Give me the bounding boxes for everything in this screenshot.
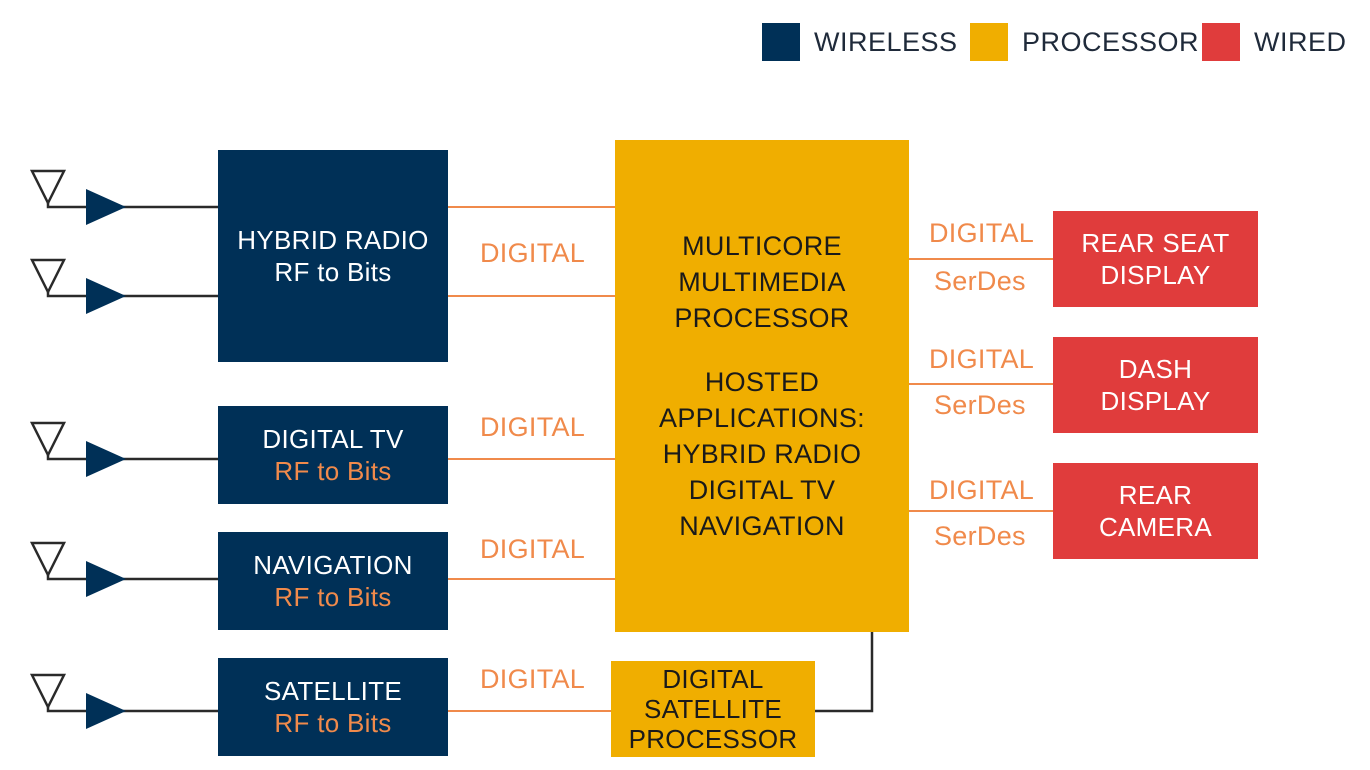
antenna-feed-line xyxy=(46,707,218,713)
antenna-icon xyxy=(29,258,67,295)
satellite-subtitle: RF to Bits xyxy=(274,708,392,738)
hybrid-radio-subtitle: RF to Bits xyxy=(274,257,392,287)
navigation-block: NAVIGATION RF to Bits xyxy=(218,532,448,630)
hosted-line-4: DIGITAL TV xyxy=(688,475,836,505)
legend-swatch-processor xyxy=(970,23,1008,61)
output-label-digital-rear-seat: DIGITAL xyxy=(929,218,1035,248)
rear-seat-display-line-2: DISPLAY xyxy=(1100,260,1211,290)
legend-item-processor: PROCESSOR xyxy=(970,22,1199,62)
satellite-block: SATELLITE RF to Bits xyxy=(218,658,448,756)
link-label-digital-tv: DIGITAL xyxy=(480,412,586,442)
legend-item-wired: WIRED xyxy=(1202,22,1347,62)
link-label-satellite: DIGITAL xyxy=(480,664,586,694)
antenna-icon xyxy=(29,673,67,710)
rear-seat-display-block: REAR SEAT DISPLAY xyxy=(1053,211,1258,307)
satellite-processor-line-2: SATELLITE xyxy=(643,694,783,724)
antenna-icon xyxy=(29,169,67,206)
processor-line-2: MULTIMEDIA xyxy=(678,267,846,297)
satellite-title: SATELLITE xyxy=(263,676,403,706)
antenna-feed-line xyxy=(46,575,218,581)
legend-label-wired: WIRED xyxy=(1254,26,1347,57)
output-label-serdes-camera: SerDes xyxy=(934,521,1026,551)
satellite-processor-link-line xyxy=(815,632,874,713)
amplifier-icon xyxy=(86,189,126,225)
legend-swatch-wired xyxy=(1202,23,1240,61)
hybrid-radio-block: HYBRID RADIO RF to Bits xyxy=(218,150,448,362)
navigation-title: NAVIGATION xyxy=(253,550,413,580)
dash-display-line-2: DISPLAY xyxy=(1100,386,1211,416)
rear-camera-line-1: REAR xyxy=(1118,480,1193,510)
antenna-icon xyxy=(29,421,67,458)
antenna-feed-line xyxy=(46,203,218,209)
hybrid-radio-title: HYBRID RADIO xyxy=(237,225,429,255)
rear-camera-line-2: CAMERA xyxy=(1098,512,1213,542)
amplifier-icon xyxy=(86,561,126,597)
multimedia-processor-block: MULTICORE MULTIMEDIA PROCESSOR HOSTED AP… xyxy=(615,140,909,632)
legend-item-wireless: WIRELESS xyxy=(762,22,958,62)
dash-display-block: DASH DISPLAY xyxy=(1053,337,1258,433)
rear-seat-display-line-1: REAR SEAT xyxy=(1081,228,1230,258)
satellite-processor-block: DIGITAL SATELLITE PROCESSOR xyxy=(611,661,815,757)
hosted-line-2: APPLICATIONS: xyxy=(659,403,865,433)
output-label-serdes-dash: SerDes xyxy=(934,390,1026,420)
hosted-line-3: HYBRID RADIO xyxy=(662,439,862,469)
processor-line-3: PROCESSOR xyxy=(674,303,850,333)
rear-camera-block: REAR CAMERA xyxy=(1053,463,1258,559)
navigation-subtitle: RF to Bits xyxy=(274,582,392,612)
hosted-line-1: HOSTED xyxy=(704,367,820,397)
digital-tv-subtitle: RF to Bits xyxy=(274,456,392,486)
legend-label-wireless: WIRELESS xyxy=(814,26,958,57)
output-label-digital-dash: DIGITAL xyxy=(929,344,1035,374)
amplifier-icon xyxy=(86,441,126,477)
antenna-feed-line xyxy=(46,455,218,461)
antenna-feed-line xyxy=(46,292,218,298)
digital-tv-title: DIGITAL TV xyxy=(262,424,404,454)
amplifier-icon xyxy=(86,278,126,314)
amplifier-icon xyxy=(86,693,126,729)
legend-label-processor: PROCESSOR xyxy=(1022,26,1200,57)
output-label-digital-camera: DIGITAL xyxy=(929,475,1035,505)
link-label-hybrid-radio: DIGITAL xyxy=(480,238,586,268)
legend-swatch-wireless xyxy=(762,23,800,61)
satellite-processor-line-3: PROCESSOR xyxy=(628,724,798,754)
processor-line-1: MULTICORE xyxy=(682,231,842,261)
output-label-serdes-rear-seat: SerDes xyxy=(934,266,1026,296)
digital-tv-block: DIGITAL TV RF to Bits xyxy=(218,406,448,504)
dash-display-line-1: DASH xyxy=(1118,354,1193,384)
antenna-icon xyxy=(29,541,67,578)
hosted-line-5: NAVIGATION xyxy=(679,511,845,541)
satellite-processor-line-1: DIGITAL xyxy=(662,664,764,694)
link-label-navigation: DIGITAL xyxy=(480,534,586,564)
